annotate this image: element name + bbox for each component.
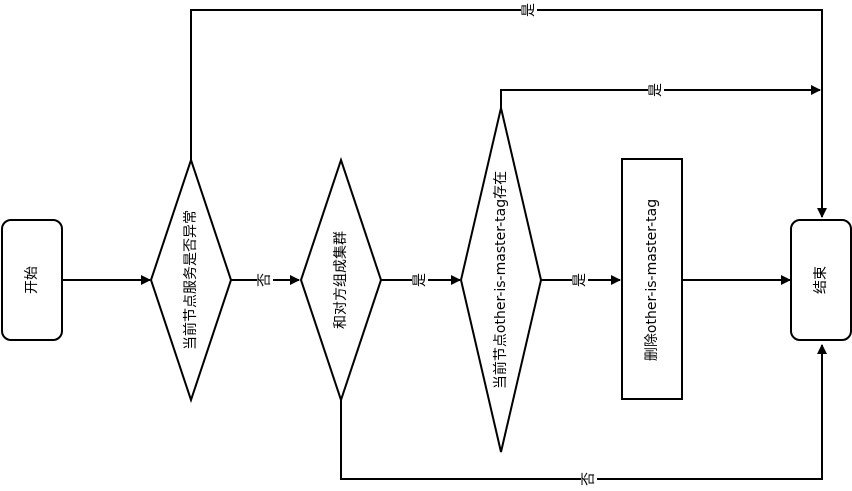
cluster-yes-label-bg [412,271,428,289]
start-node [1,219,63,341]
tag-check-decision [459,107,543,453]
delete-tag-label: 删除other-is-master-tag [644,199,660,361]
cluster-no-label: 否 [581,472,597,486]
cluster-no-label-bg [581,470,597,488]
service-yes-label: 是 [521,3,537,17]
service-no-label: 否 [257,273,273,287]
tag-yes-right-label-bg [572,271,588,289]
service-check-decision [149,156,233,404]
cluster-check-decision [299,156,383,404]
delete-tag-process [621,158,683,400]
cluster-check-label: 和对方组成集群 [332,231,349,329]
end-node [790,219,852,341]
start-node-label: 开始 [24,266,40,294]
cluster-yes-label: 是 [412,273,428,287]
tag-yes-top-label-bg [648,81,664,99]
service-no-label-bg [257,271,273,289]
edge-cluster-no-to-end [340,344,827,480]
edge-service-yes-to-end [190,9,827,218]
end-node-label: 结束 [813,266,829,294]
service-yes-label-bg [521,1,537,19]
tag-check-label: 当前节点other-is-master-tag存在 [492,171,509,389]
tag-yes-right-label: 是 [572,273,588,287]
edge-tag-yes-top-to-end [500,85,821,108]
service-check-label: 当前节点服务是否异常 [182,210,199,350]
tag-yes-top-label: 是 [648,83,664,97]
